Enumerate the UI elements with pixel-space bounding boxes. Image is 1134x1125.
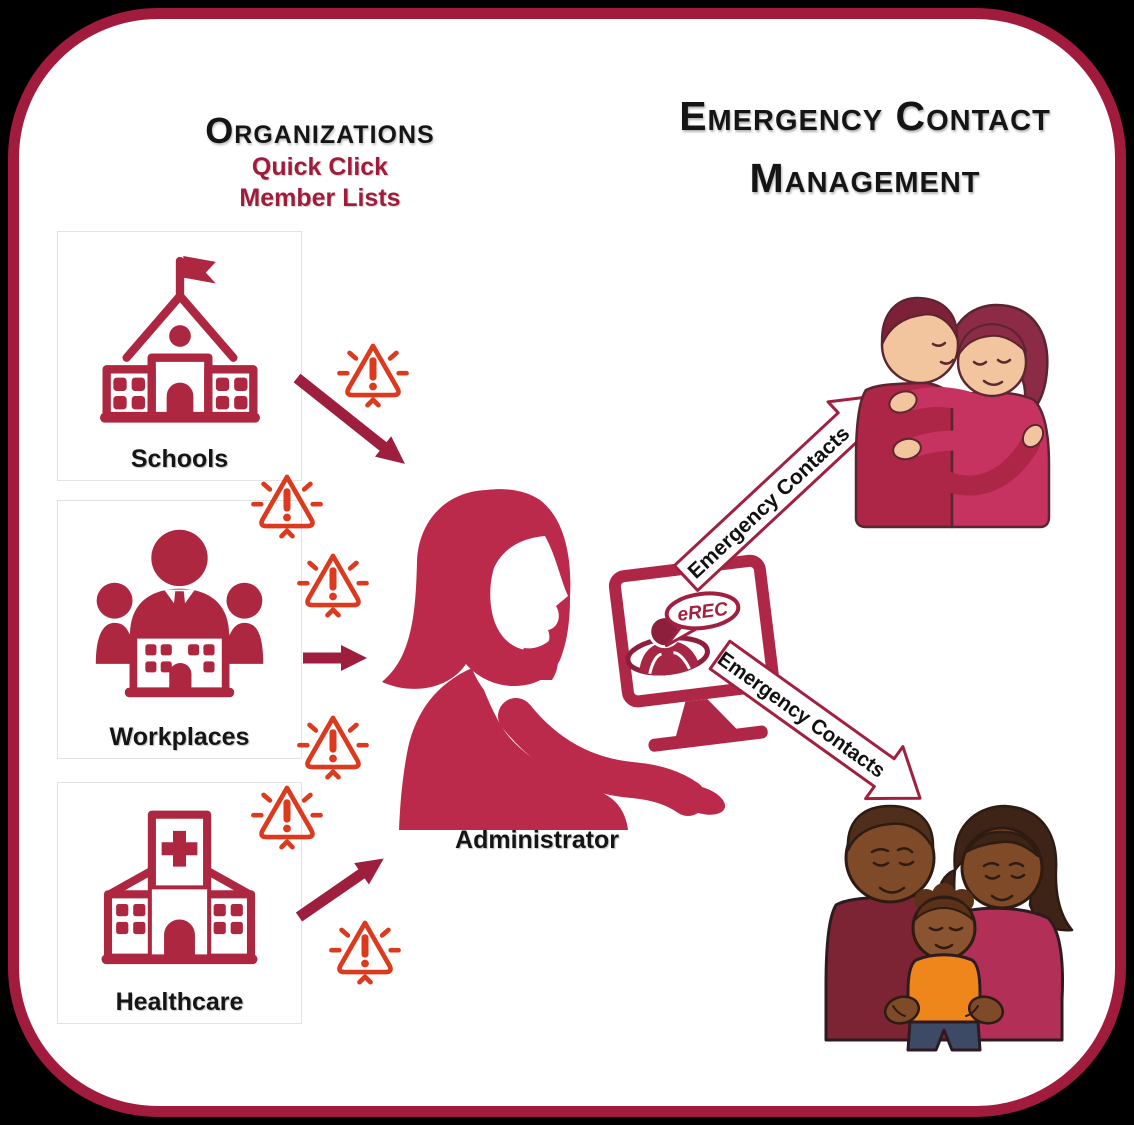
man-arm: [920, 434, 1040, 496]
school-windows: [99, 377, 260, 423]
man-face: [931, 341, 955, 365]
woman-arm-lower: [908, 430, 1024, 465]
organizations-header: Organizations Quick Click Member Lists: [130, 110, 510, 215]
base: [99, 412, 260, 423]
body: [399, 668, 628, 830]
healthcare-label: Healthcare: [115, 988, 244, 1016]
school-building-icon: [99, 256, 260, 423]
door-arch: [169, 663, 192, 692]
organizations-subtitle-line1: Quick Click: [251, 153, 389, 181]
father-hand: [883, 995, 921, 1025]
workplace-team-icon: [95, 529, 264, 698]
page-title: Emergency Contact Management: [679, 93, 1051, 201]
arm: [498, 698, 706, 816]
workplaces-flow-arrow: [303, 645, 367, 671]
base: [101, 954, 258, 965]
man-hand: [1021, 423, 1045, 449]
tie: [172, 591, 187, 627]
child-hair: [914, 897, 974, 921]
user-avatar-icon: [625, 615, 710, 676]
face: [490, 536, 568, 652]
schools-label: Schools: [130, 445, 229, 473]
hand: [674, 785, 726, 815]
door-arch: [166, 382, 193, 416]
hugging-couple-illustration: [854, 296, 1051, 529]
mother-face: [982, 862, 1026, 902]
child-pants: [906, 1020, 982, 1052]
alert-warning-icon: [253, 477, 320, 536]
alert-warning-icon: [331, 923, 398, 982]
organizations-title: Organizations: [205, 110, 435, 151]
door-arch: [164, 919, 195, 958]
alert-warning-icon: [299, 718, 366, 777]
emergency-contacts-arrow-bottom: Emergency Contacts: [708, 639, 922, 801]
round-window: [168, 325, 191, 347]
organizations-subtitle-line2: Member Lists: [239, 184, 401, 213]
mother-hand: [967, 995, 1005, 1025]
schools-card: Schools: [57, 231, 302, 481]
alert-warning-icon: [253, 788, 320, 847]
woman-hair-front: [957, 323, 1027, 357]
office-windows: [124, 644, 235, 698]
woman-hand: [892, 437, 922, 461]
roof: [122, 291, 237, 362]
administrator-label: Administrator: [455, 826, 619, 854]
workplaces-label: Workplaces: [109, 723, 250, 751]
woman-face: [972, 358, 1012, 386]
mother-head: [960, 826, 1044, 910]
family-illustration: [824, 804, 1074, 1052]
monitor-base: [648, 725, 768, 752]
alert-warning-icon: [299, 556, 366, 615]
father-hair: [846, 804, 935, 852]
mother-hair-front: [964, 830, 1040, 858]
woman-hand: [888, 390, 918, 414]
hand-fingers: [892, 1005, 979, 1017]
healthcare-card: Healthcare: [57, 782, 302, 1024]
base: [124, 687, 235, 698]
monitor-stand: [675, 698, 738, 738]
woman-arm-upper: [904, 386, 1018, 430]
speech-bubble: eREC: [664, 591, 741, 648]
medical-cross: [161, 830, 198, 867]
flag: [182, 256, 216, 284]
hospital-details: [101, 830, 258, 965]
alert-warning-icon: [339, 346, 406, 405]
child-face: [928, 926, 964, 950]
man-hair: [880, 296, 959, 346]
administrator-woman-silhouette: [382, 489, 726, 830]
schools-flow-arrow: [293, 373, 405, 464]
neck: [500, 636, 559, 680]
workplaces-card: Workplaces: [57, 500, 302, 759]
child-shirt: [906, 953, 982, 1024]
right-wing: [203, 365, 257, 421]
hospital-building-icon: [101, 810, 258, 965]
father-face: [870, 847, 915, 894]
healthcare-flow-arrow: [295, 858, 384, 922]
emergency-contacts-label-bottom: Emergency Contacts: [713, 647, 889, 782]
emergency-contacts-label-top: Emergency Contacts: [684, 422, 855, 583]
